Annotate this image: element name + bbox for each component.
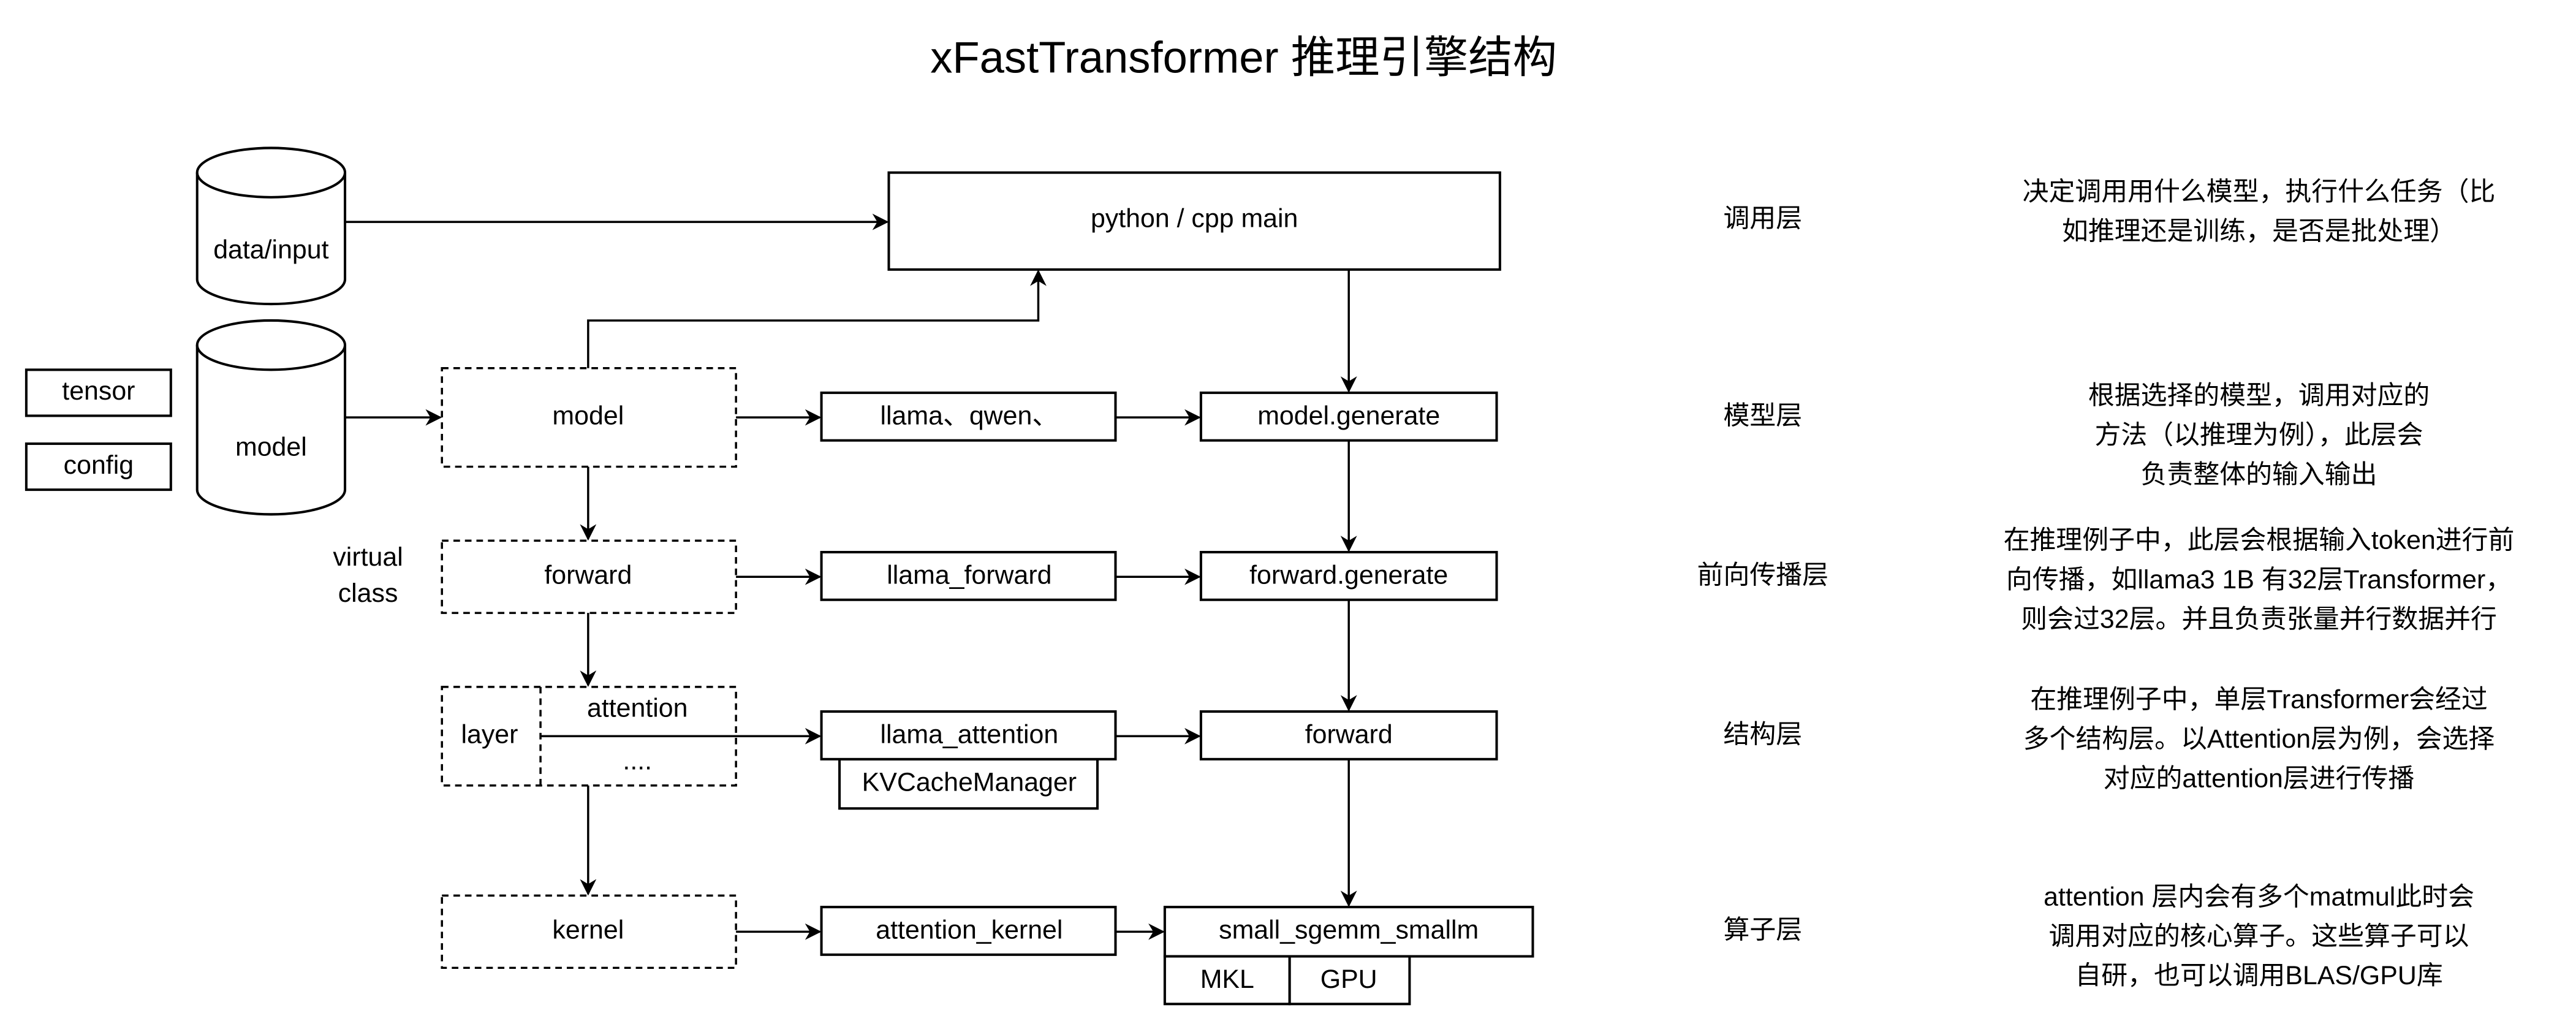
desc-structure-1: 在推理例子中，单层Transformer会经过 [2030,685,2487,715]
layer-label: layer [461,720,518,749]
data-input-label: data/input [213,235,328,265]
model-generate-box [1199,391,1498,442]
layer-name-structure: 结构层 [1724,720,1803,749]
layer-name-model: 模型层 [1724,401,1803,430]
models-label: llama、qwen、 [881,401,1059,430]
llama-forward-label: llama_forward [887,561,1051,590]
desc-operator-3: 自研，也可以调用BLAS/GPU库 [2075,961,2442,990]
main-box [887,171,1501,271]
mkl-box [1163,955,1291,1006]
desc-forward-2: 向传播，如llama3 1B 有32层Transformer， [2006,565,2512,594]
forward-box [1199,710,1498,761]
desc-structure-3: 对应的attention层进行传播 [2104,764,2415,793]
tensor-box [25,368,172,417]
attention-kernel-label: attention_kernel [876,916,1063,945]
llama-attention-label: llama_attention [880,720,1058,749]
diagram-title: xFastTransformer 推理引擎结构 [930,32,1557,82]
model-abstract-box [441,366,737,468]
model-db-label: model [235,432,307,461]
layer-name-forward: 前向传播层 [1697,561,1828,590]
desc-forward-1: 在推理例子中，此层会根据输入token进行前 [2004,526,2515,555]
gpu-box [1288,955,1411,1006]
desc-operator-1: attention 层内会有多个matmul此时会 [2044,882,2474,911]
layer-name-operator: 算子层 [1724,916,1803,945]
data-input-cylinder: data/input [195,146,347,306]
desc-model-2: 方法（以推理为例），此层会 [2095,420,2423,450]
config-box [25,442,172,491]
desc-call-2: 如推理还是训练，是否是批处理） [2062,217,2456,246]
forward-generate-label: forward.generate [1249,561,1448,590]
layer-name-call: 调用层 [1724,204,1803,233]
desc-operator-2: 调用对应的核心算子。这些算子可以 [2049,922,2469,951]
ellipsis-label: .... [623,746,652,775]
kernel-abstract-label: kernel [552,916,624,945]
desc-model-3: 负责整体的输入输出 [2141,460,2377,489]
main-label: python / cpp main [1091,204,1298,233]
sgemm-box [1163,906,1534,958]
attention-kernel-box [820,906,1117,956]
mkl-label: MKL [1200,965,1254,994]
virtual-class-label-1: virtual [333,542,403,572]
kernel-abstract-box [441,894,737,969]
tensor-label: tensor [62,376,135,406]
desc-structure-2: 多个结构层。以Attention层为例，会选择 [2023,724,2495,754]
model-cylinder: model [195,319,347,516]
config-label: config [64,450,134,480]
forward-abstract-label: forward [544,561,632,590]
gpu-label: GPU [1320,965,1377,994]
sgemm-label: small_sgemm_smallm [1219,916,1479,945]
attention-label: attention [587,694,688,723]
arrows [345,213,1357,940]
models-box [820,391,1117,442]
forward-abstract-box [441,539,737,614]
forward-label: forward [1305,720,1393,749]
desc-model-1: 根据选择的模型，调用对应的 [2088,381,2430,411]
desc-forward-3: 则会过32层。并且负责张量并行数据并行 [2021,604,2497,634]
forward-generate-box [1199,550,1498,601]
virtual-class-label-2: class [338,579,398,608]
kvcache-label: KVCacheManager [862,767,1077,797]
model-abstract-label: model [552,401,624,430]
model-generate-label: model.generate [1257,401,1440,430]
desc-call-1: 决定调用用什么模型，执行什么任务（比 [2023,177,2496,207]
